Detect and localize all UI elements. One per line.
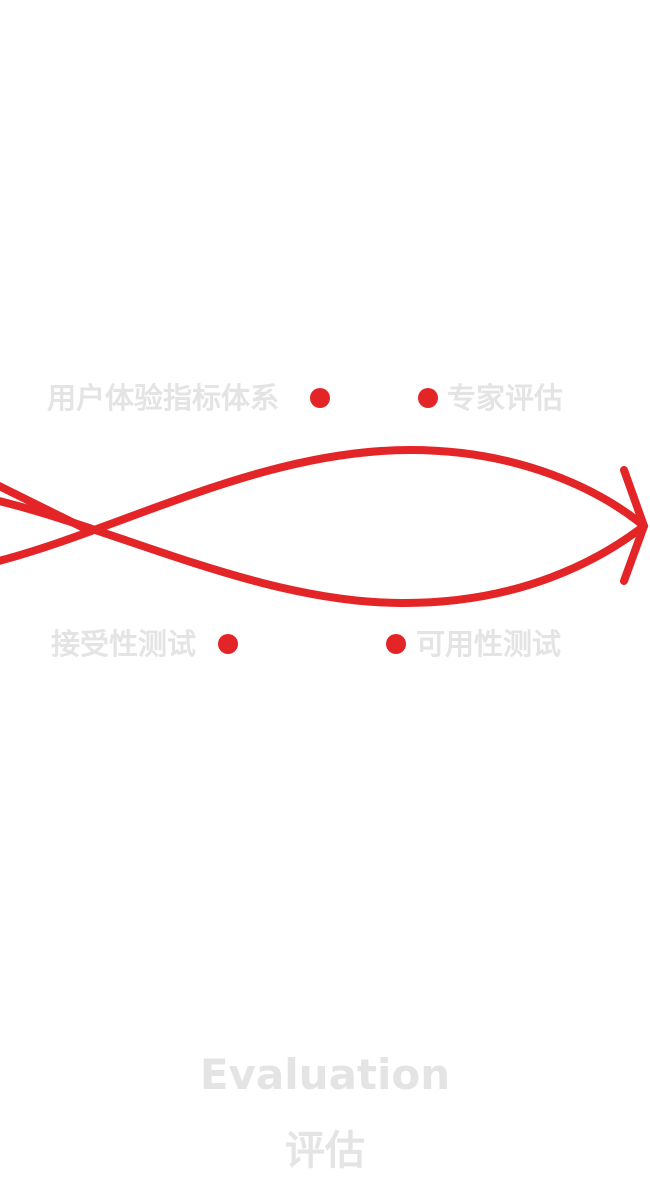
title-english: Evaluation bbox=[199, 1050, 451, 1099]
dot-marker bbox=[418, 388, 438, 408]
tail-stroke bbox=[0, 482, 92, 534]
dot-marker bbox=[218, 634, 238, 654]
dot-marker bbox=[310, 388, 330, 408]
arrowhead-icon bbox=[620, 466, 649, 585]
lower-curve bbox=[0, 497, 648, 608]
label-acceptance-test: 接受性测试 bbox=[51, 627, 197, 661]
upper-curve bbox=[0, 445, 648, 565]
dot-marker bbox=[386, 634, 406, 654]
title-chinese: 评估 bbox=[285, 1128, 365, 1174]
label-expert-review: 专家评估 bbox=[447, 381, 564, 415]
label-usability-test: 可用性测试 bbox=[416, 627, 562, 661]
label-ux-metrics: 用户体验指标体系 bbox=[47, 381, 280, 415]
